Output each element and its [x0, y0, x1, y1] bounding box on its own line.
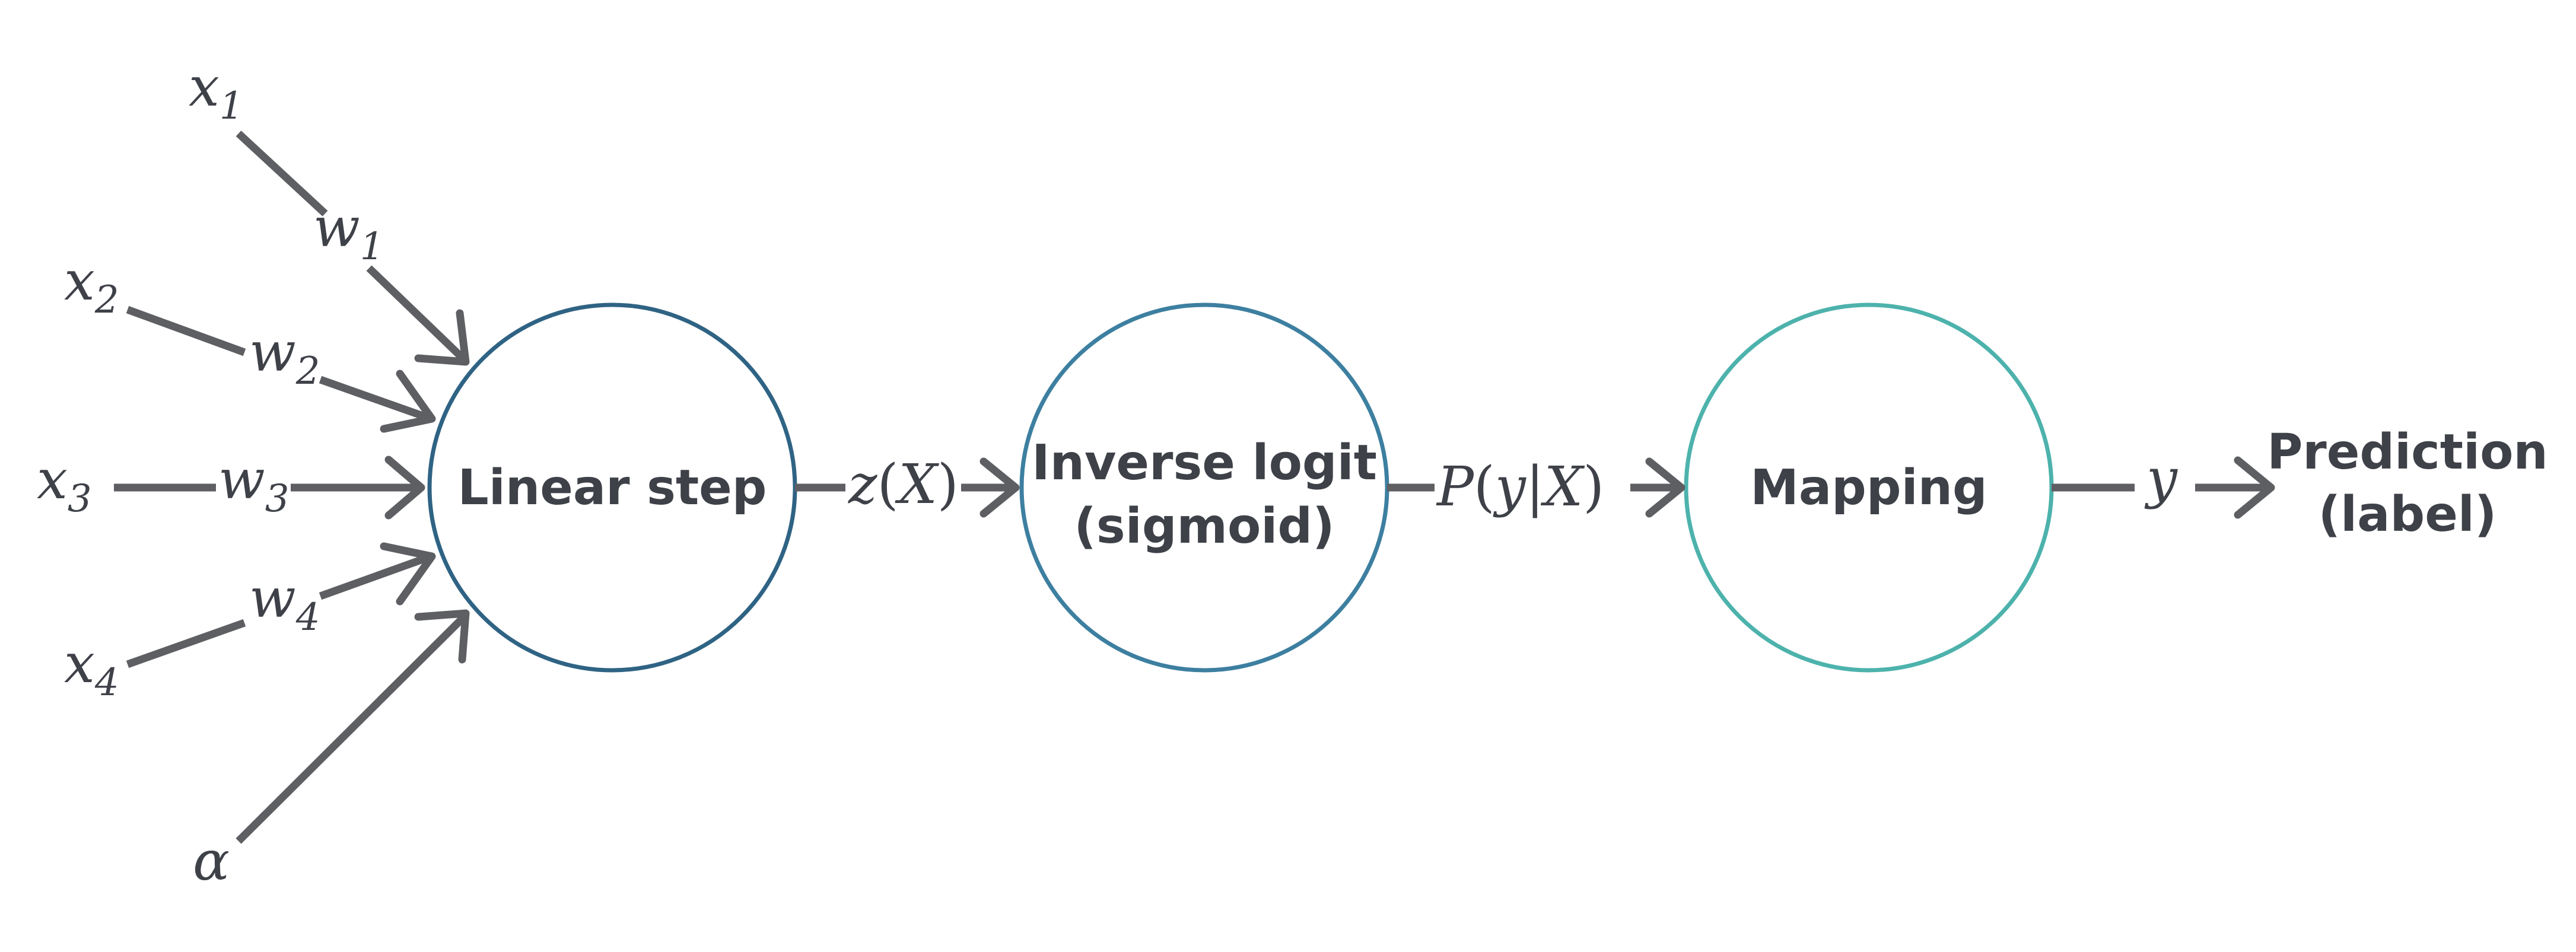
edge-x4-segment-b: [319, 554, 428, 600]
edge-alpha: [236, 614, 467, 844]
input-edges: [114, 130, 470, 844]
weight-w1: w1: [313, 196, 384, 269]
edge-label-z-of-x: z(X): [848, 453, 959, 516]
arrowhead-x4: [380, 542, 436, 606]
input-x3: x3: [37, 448, 92, 521]
node-mapping: Mapping: [1684, 303, 2054, 673]
edge-x4-segment-a: [126, 619, 246, 668]
input-x1: x1: [189, 55, 244, 128]
edge-label-y: y: [2144, 447, 2178, 510]
weight-w3: w3: [218, 448, 289, 521]
node-sigmoid-label-line1: Inverse logit: [1032, 435, 1377, 491]
weight-labels: w1 w2 w3 w4: [218, 196, 384, 639]
bias-alpha: α: [193, 829, 230, 893]
node-mapping-label: Mapping: [1750, 460, 1987, 516]
input-x4: x4: [64, 632, 119, 705]
node-inverse-logit: Inverse logit (sigmoid): [1019, 303, 1389, 673]
node-sigmoid-label-line2: (sigmoid): [1074, 498, 1334, 555]
input-x2: x2: [64, 249, 119, 322]
output-label-line2: (label): [2319, 486, 2497, 543]
edge-x1-segment-b: [366, 265, 465, 360]
output-prediction: Prediction (label): [2267, 424, 2548, 543]
arrowhead-alpha: [414, 609, 470, 664]
edge-x2-segment-a: [126, 305, 246, 356]
edge-x2-segment-b: [319, 375, 428, 421]
arrowhead-x2: [380, 370, 436, 433]
output-label-line1: Prediction: [2267, 424, 2548, 480]
edge-sigmoid-to-mapping: P(y|X): [1387, 455, 1685, 518]
edge-label-probability: P(y|X): [1436, 455, 1604, 518]
edge-mapping-to-output: y: [2052, 447, 2275, 519]
node-linear-label: Linear step: [458, 460, 767, 516]
weight-w4: w4: [249, 566, 320, 639]
arrowhead-sigmoid: [979, 457, 1020, 518]
weight-w2: w2: [249, 320, 320, 393]
arrowhead-mapping: [1645, 457, 1685, 518]
node-linear-step: Linear step: [427, 303, 797, 673]
edge-linear-to-sigmoid: z(X): [795, 453, 1020, 518]
arrowhead-x3: [384, 456, 425, 520]
arrowhead-output: [2234, 456, 2275, 519]
edge-x1-segment-a: [236, 130, 328, 216]
input-labels: x1 x2 x3 x4 α: [37, 55, 244, 893]
arrowhead-x1: [414, 309, 470, 366]
